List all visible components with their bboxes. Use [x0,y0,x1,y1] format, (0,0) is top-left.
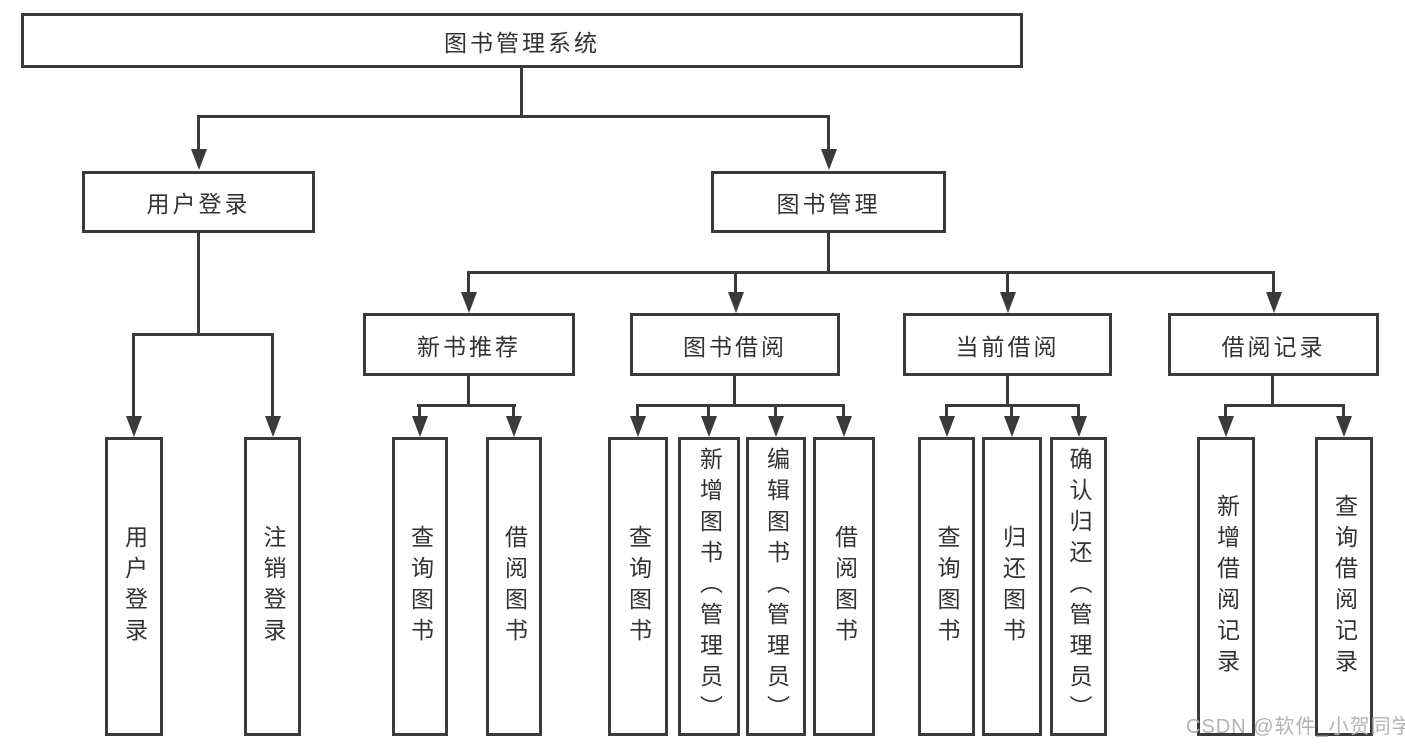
connector-arrow-query-record [1335,404,1352,437]
node-book-borrow-label: 图书借阅 [683,333,787,360]
leaf-query-book-borrow-label: 查询图书 [625,524,652,649]
node-book-borrow: 图书借阅 [630,313,840,376]
watermark-text: CSDN @软件_小贺同学 [1186,716,1405,738]
connector-arrow-book-management [820,115,837,170]
connector-new-book-recommend-branch [417,404,516,407]
connector-arrow-book-borrow [727,271,744,313]
leaf-query-book-current-label: 查询图书 [934,524,960,649]
leaf-borrow-book-recommend: 借阅图书 [486,437,542,736]
node-current-borrow: 当前借阅 [903,313,1112,376]
leaf-borrow-book-recommend-label: 借阅图书 [501,524,528,649]
connector-current-borrow-stem [1006,374,1009,406]
node-book-management-label: 图书管理 [776,191,881,217]
leaf-query-borrow-record-label: 查询借阅记录 [1331,493,1358,680]
leaf-edit-book-admin: 编辑图书（管理员） [746,437,806,736]
leaf-confirm-return-admin: 确认归还（管理员） [1050,437,1107,736]
node-current-borrow-label: 当前借阅 [955,333,1060,360]
leaf-user-login: 用户登录 [105,437,163,736]
connector-arrow-query-book-2 [629,404,646,437]
connector-root-stem [520,65,523,117]
leaf-add-book-admin-label: 新增图书（管理员） [696,447,723,726]
node-user-login-label: 用户登录 [146,191,251,217]
leaf-confirm-return-admin-label: 确认归还（管理员） [1066,447,1092,726]
connector-arrow-current-borrow [999,271,1016,313]
connector-arrow-edit-book [767,404,784,437]
connector-book-borrow-branch [636,404,845,407]
leaf-add-borrow-record-label: 新增借阅记录 [1213,493,1240,680]
connector-arrow-query-book-1 [411,404,428,437]
connector-arrow-query-book-3 [938,404,955,437]
leaf-logout: 注销登录 [244,437,301,736]
connector-arrow-leaf-user-login [125,333,142,437]
leaf-query-book-recommend: 查询图书 [392,437,448,736]
connector-root-branch [197,115,830,118]
leaf-borrow-book: 借阅图书 [813,437,875,736]
leaf-return-book-label: 归还图书 [999,524,1026,649]
node-root: 图书管理系统 [21,13,1023,68]
leaf-query-book-borrow: 查询图书 [608,437,668,736]
connector-book-management-stem [827,231,830,273]
connector-new-book-recommend-stem [467,374,470,406]
leaf-query-book-recommend-label: 查询图书 [407,524,434,649]
connector-user-login-stem [197,231,200,335]
connector-arrow-borrow-book-1 [505,404,522,437]
connector-borrow-records-branch [1224,404,1345,407]
connector-arrow-new-book-recommend [460,271,477,313]
connector-arrow-leaf-logout [264,333,281,437]
leaf-query-borrow-record: 查询借阅记录 [1315,437,1373,736]
leaf-logout-label: 注销登录 [260,524,286,649]
connector-arrow-return-book [1003,404,1020,437]
connector-book-management-branch [467,271,1274,274]
connector-arrow-user-login [190,115,207,170]
leaf-borrow-book-label: 借阅图书 [831,524,858,649]
connector-arrow-add-book [700,404,717,437]
connector-arrow-borrow-book-2 [835,404,852,437]
leaf-edit-book-admin-label: 编辑图书（管理员） [763,447,790,726]
node-borrow-records: 借阅记录 [1168,313,1379,376]
leaf-add-book-admin: 新增图书（管理员） [678,437,740,736]
connector-arrow-add-record [1217,404,1234,437]
leaf-query-book-current: 查询图书 [918,437,975,736]
leaf-user-login-label: 用户登录 [121,524,148,649]
node-book-management: 图书管理 [711,171,946,233]
leaf-return-book: 归还图书 [982,437,1042,736]
leaf-add-borrow-record: 新增借阅记录 [1197,437,1255,736]
node-new-book-recommend: 新书推荐 [363,313,575,376]
connector-arrow-confirm-return [1070,404,1087,437]
node-user-login: 用户登录 [82,171,315,233]
node-borrow-records-label: 借阅记录 [1221,333,1326,360]
connector-borrow-records-stem [1271,374,1274,406]
connector-arrow-borrow-records [1265,271,1282,313]
connector-book-borrow-stem [733,374,736,406]
node-new-book-recommend-label: 新书推荐 [417,333,521,360]
node-root-label: 图书管理系统 [444,29,600,56]
connector-user-login-branch [132,333,273,336]
